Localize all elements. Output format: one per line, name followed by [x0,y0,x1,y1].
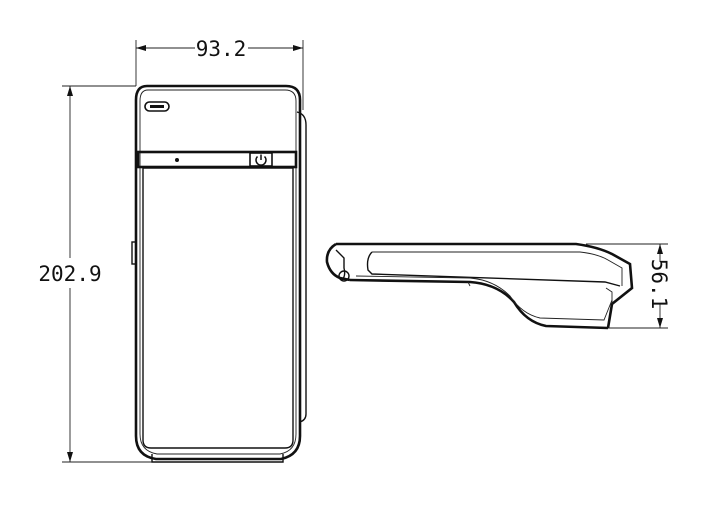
side-view [325,242,634,330]
front-view-screen [142,167,294,449]
side-view-lower-contour [355,275,613,321]
side-view-nose [325,242,351,282]
height-dimension-label: 202.9 [38,262,101,286]
side-view-top-outline [336,242,634,329]
front-view-logo [144,101,170,112]
side-view-slot [366,251,621,287]
front-view-side-edge [296,111,307,423]
front-view [131,84,307,463]
width-dimension-label: 93.2 [196,37,247,61]
width-dimension: 93.2 [135,37,304,110]
front-view-side-button [131,241,137,265]
depth-dimension-label: 56.1 [647,259,671,310]
front-view-camera-dot [175,158,179,162]
side-view-front-detail [335,249,346,281]
depth-dimension: 56.1 [586,243,671,329]
front-view-inner-contour [139,89,297,455]
front-view-scanner-strip [136,150,298,169]
power-icon [249,152,273,167]
front-view-body-outline [134,84,302,461]
side-view-upper-contour [372,251,623,286]
height-dimension: 202.9 [38,85,152,463]
side-view-bottom-outline [349,278,609,330]
front-view-base-lip [151,454,284,463]
side-view-hinge [338,270,350,282]
